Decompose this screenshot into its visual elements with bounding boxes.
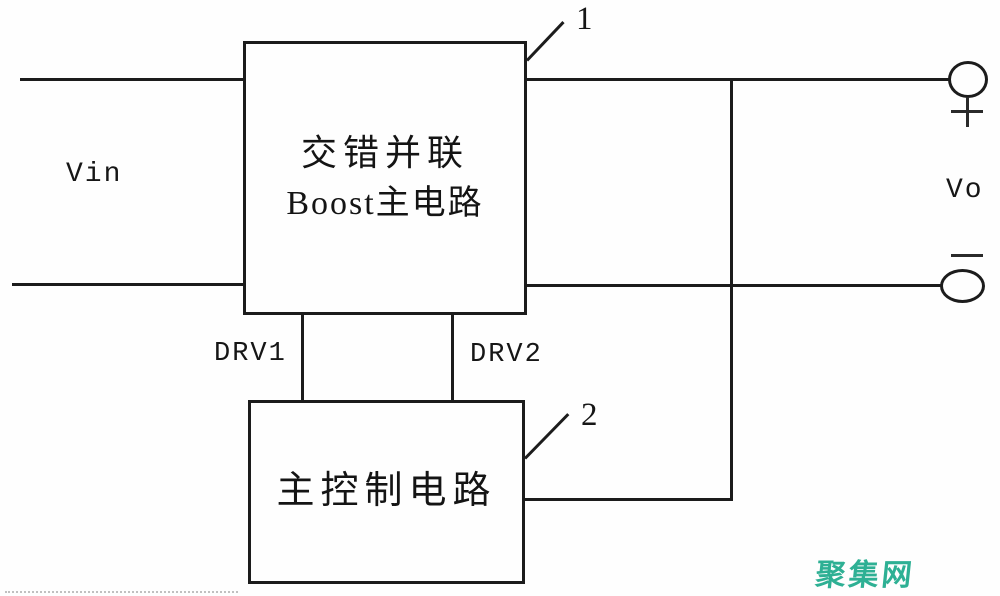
- input-top-rail-line: [20, 78, 244, 81]
- output-bottom-rail-line: [527, 284, 943, 287]
- main-circuit-label-line2: Boost主电路: [286, 185, 484, 223]
- drv2-connection-line: [451, 314, 454, 402]
- ref-1-label: 1: [576, 1, 593, 37]
- main-circuit-block: 交错并联 Boost主电路: [243, 41, 527, 315]
- input-bottom-rail-line: [12, 283, 244, 286]
- output-negative-terminal-icon: [940, 269, 985, 303]
- drv2-label: DRV2: [470, 340, 543, 370]
- main-circuit-label-line1: 交错并联: [300, 133, 469, 174]
- ref-2-label: 2: [581, 397, 598, 433]
- control-circuit-block: 主控制电路: [248, 400, 525, 584]
- drv1-connection-line: [301, 314, 304, 402]
- output-top-rail-line: [527, 78, 951, 81]
- drv1-label: DRV1: [214, 339, 287, 369]
- watermark-text: 聚集网: [813, 558, 917, 593]
- scan-artifact-line: [5, 591, 238, 593]
- control-circuit-label: 主控制电路: [276, 470, 497, 513]
- vo-label: Vo: [946, 175, 984, 206]
- ref-1-leader-line: [525, 21, 565, 62]
- plus-icon-vertical-bar: [966, 97, 969, 127]
- vin-label: Vin: [66, 159, 123, 190]
- minus-icon: [951, 254, 983, 257]
- output-positive-terminal-icon: [948, 61, 988, 98]
- feedback-vertical-line: [730, 78, 733, 501]
- feedback-horizontal-line: [525, 498, 733, 501]
- ref-2-leader-line: [523, 413, 570, 460]
